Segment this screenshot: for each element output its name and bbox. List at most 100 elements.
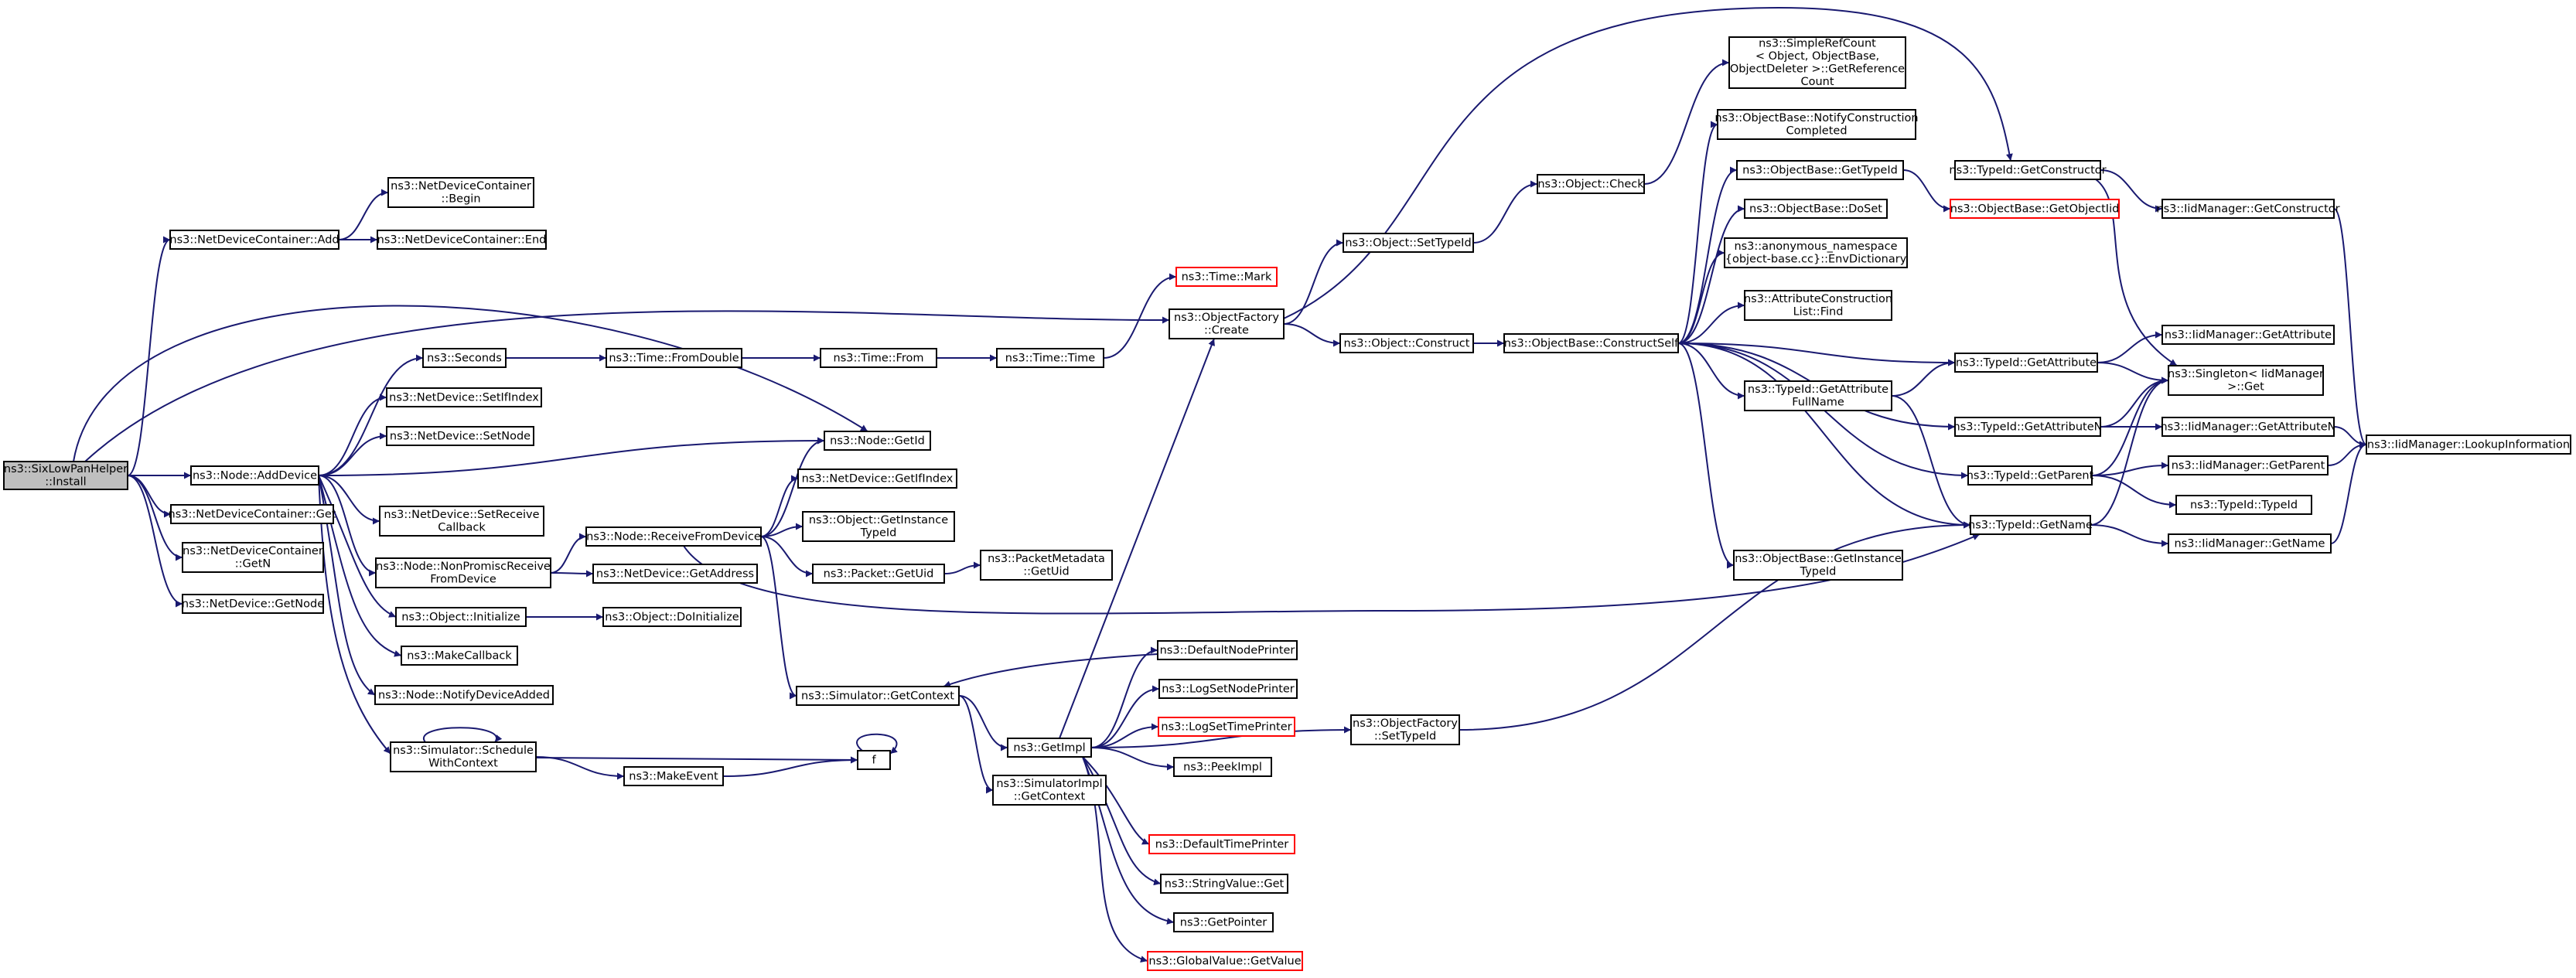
- node-logsettimeprinter[interactable]: ns3::LogSetTimePrinter: [1158, 717, 1295, 737]
- node-node-receivefromdevice[interactable]: ns3::Node::ReceiveFromDevice: [585, 526, 762, 547]
- node-f[interactable]: f: [857, 750, 891, 770]
- node-iidmgr-getname[interactable]: ns3::IidManager::GetName: [2168, 533, 2332, 554]
- node-label: ns3::ObjectBase::GetObjectIid: [1950, 203, 2120, 215]
- node-sim-getcontext[interactable]: ns3::Simulator::GetContext: [796, 686, 960, 706]
- edge-install-to-ndc_add: [127, 236, 171, 476]
- edge-getimpl-to-logsetnodeprinter: [1090, 685, 1160, 748]
- node-label: ns3::GetPointer: [1180, 916, 1268, 929]
- node-obj-doinitialize[interactable]: ns3::Object::DoInitialize: [602, 607, 742, 627]
- node-time-from[interactable]: ns3::Time::From: [820, 348, 937, 368]
- node-simimpl-getcontext[interactable]: ns3::SimulatorImpl::GetContext: [992, 775, 1107, 806]
- node-envdictionary[interactable]: ns3::anonymous_namespace{object-base.cc}…: [1724, 237, 1908, 268]
- node-label: Callback: [438, 522, 486, 534]
- node-simplerefcount[interactable]: ns3::SimpleRefCount< Object, ObjectBase,…: [1728, 36, 1906, 89]
- edge-typeid_getattribute-to-singleton_get: [2097, 362, 2169, 384]
- node-iidmgr-getconstructor[interactable]: ns3::IidManager::GetConstructor: [2156, 199, 2340, 219]
- node-time-fromdouble[interactable]: ns3::Time::FromDouble: [606, 348, 742, 368]
- edge-objbase_constructself-to-objbase_getinstancetypeid: [1677, 342, 1735, 569]
- node-getimpl[interactable]: ns3::GetImpl: [1007, 738, 1092, 758]
- node-globalvalue-getvalue[interactable]: ns3::GlobalValue::GetValue: [1147, 951, 1303, 971]
- node-label: TypeId: [1800, 566, 1837, 578]
- node-label: ns3::NetDevice::GetIfIndex: [802, 472, 954, 485]
- node-label: ns3::IidManager::GetConstructor: [2156, 203, 2339, 215]
- node-label: ns3::PeekImpl: [1183, 761, 1262, 773]
- node-iidmgr-getattribute[interactable]: ns3::IidManager::GetAttribute: [2161, 325, 2335, 345]
- node-box: [1728, 36, 1906, 89]
- node-nd-getnode[interactable]: ns3::NetDevice::GetNode: [182, 594, 324, 614]
- node-typeid-typeid[interactable]: ns3::TypeId::TypeId: [2175, 495, 2312, 515]
- node-node-notifydeviceadded[interactable]: ns3::Node::NotifyDeviceAdded: [374, 685, 554, 705]
- node-typeid-getattributen[interactable]: ns3::TypeId::GetAttributeN: [1953, 417, 2103, 437]
- node-makecallback[interactable]: ns3::MakeCallback: [401, 646, 518, 666]
- node-ndc-end[interactable]: ns3::NetDeviceContainer::End: [377, 230, 547, 250]
- node-objbase-getobjectiid[interactable]: ns3::ObjectBase::GetObjectIid: [1950, 199, 2120, 219]
- node-obj-initialize[interactable]: ns3::Object::Initialize: [395, 607, 527, 627]
- node-node-getid[interactable]: ns3::Node::GetId: [824, 431, 931, 451]
- node-getpointer[interactable]: ns3::GetPointer: [1173, 912, 1274, 932]
- node-stringvalue-get[interactable]: ns3::StringValue::Get: [1160, 874, 1288, 894]
- node-ndc-getn[interactable]: ns3::NetDeviceContainer::GetN: [182, 542, 324, 573]
- node-objfactory-create[interactable]: ns3::ObjectFactory::Create: [1169, 308, 1285, 339]
- edge-sim_getcontext-to-getimpl: [958, 695, 1008, 751]
- node-typeid-getparent[interactable]: ns3::TypeId::GetParent: [1967, 465, 2094, 486]
- node-label: ns3::MakeCallback: [407, 649, 512, 662]
- node-peekimpl[interactable]: ns3::PeekImpl: [1173, 757, 1272, 777]
- node-objbase-notifyconstruction[interactable]: ns3::ObjectBase::NotifyConstructionCompl…: [1714, 109, 1919, 140]
- node-box: [2161, 417, 2335, 437]
- node-ndc-add[interactable]: ns3::NetDeviceContainer::Add: [169, 230, 339, 250]
- node-obj-settypeid[interactable]: ns3::Object::SetTypeId: [1343, 233, 1474, 253]
- node-time-mark[interactable]: ns3::Time::Mark: [1175, 267, 1278, 287]
- node-typeid-getconstructor[interactable]: ns3::TypeId::GetConstructor: [1949, 160, 2107, 180]
- node-nd-getifindex[interactable]: ns3::NetDevice::GetIfIndex: [797, 469, 957, 489]
- node-defaulttimeprinter[interactable]: ns3::DefaultTimePrinter: [1148, 834, 1295, 854]
- node-label: ns3::Simulator::GetContext: [801, 690, 954, 702]
- node-label: ns3::NetDevice::SetReceive: [384, 509, 539, 521]
- node-seconds[interactable]: ns3::Seconds: [422, 348, 507, 368]
- node-obj-construct[interactable]: ns3::Object::Construct: [1339, 333, 1474, 353]
- node-label: ::GetContext: [1014, 791, 1086, 803]
- node-label: ns3::NetDevice::SetNode: [390, 430, 531, 442]
- node-singleton-get[interactable]: ns3::Singleton< IidManager >::Get: [2168, 365, 2324, 396]
- node-nd-setifindex[interactable]: ns3::NetDevice::SetIfIndex: [386, 387, 542, 407]
- node-packet-getuid[interactable]: ns3::Packet::GetUid: [812, 564, 945, 584]
- node-box: [379, 506, 544, 537]
- node-label: ns3::TypeId::GetAttribute: [1748, 383, 1888, 396]
- node-node-adddevice[interactable]: ns3::Node::AddDevice: [190, 465, 319, 486]
- node-typeid-getname[interactable]: ns3::TypeId::GetName: [1968, 515, 2093, 535]
- node-ndc-get[interactable]: ns3::NetDeviceContainer::Get: [169, 504, 336, 524]
- node-label: ns3::NetDevice::SetIfIndex: [389, 391, 539, 404]
- node-objfactory-settypeid[interactable]: ns3::ObjectFactory::SetTypeId: [1350, 714, 1460, 745]
- node-layer: ns3::SixLowPanHelper::Installns3::NetDev…: [3, 36, 2571, 971]
- node-makeevent[interactable]: ns3::MakeEvent: [623, 766, 724, 786]
- node-objbase-constructself[interactable]: ns3::ObjectBase::ConstructSelf: [1503, 333, 1679, 353]
- node-box: [2161, 325, 2335, 345]
- node-label: ::Begin: [441, 193, 480, 206]
- node-iidmgr-lookupinformation[interactable]: ns3::IidManager::LookupInformation: [2366, 434, 2571, 455]
- node-typeid-getattribute[interactable]: ns3::TypeId::GetAttribute: [1954, 353, 2098, 373]
- node-box: [1970, 515, 2091, 535]
- node-objbase-doset[interactable]: ns3::ObjectBase::DoSet: [1744, 199, 1888, 219]
- node-label: ns3::TypeId::GetAttribute: [1956, 356, 2097, 369]
- node-logsetnodeprinter[interactable]: ns3::LogSetNodePrinter: [1158, 679, 1298, 699]
- node-time-time[interactable]: ns3::Time::Time: [996, 348, 1104, 368]
- node-ndc-begin[interactable]: ns3::NetDeviceContainer::Begin: [387, 177, 534, 208]
- node-nd-setnode[interactable]: ns3::NetDevice::SetNode: [386, 426, 534, 446]
- node-install[interactable]: ns3::SixLowPanHelper::Install: [3, 461, 128, 490]
- node-box: [1954, 160, 2101, 180]
- node-defaultnodeprinter[interactable]: ns3::DefaultNodePrinter: [1157, 640, 1298, 660]
- node-iidmgr-getattributen[interactable]: ns3::IidManager::GetAttributeN: [2160, 417, 2336, 437]
- node-obj-check[interactable]: ns3::Object::Check: [1537, 174, 1645, 194]
- node-nd-getaddress[interactable]: ns3::NetDevice::GetAddress: [592, 564, 758, 584]
- node-box: [1160, 874, 1288, 894]
- node-label: ns3::TypeId::GetName: [1968, 519, 2093, 531]
- node-pm-getuid[interactable]: ns3::PacketMetadata::GetUid: [980, 550, 1113, 581]
- node-objbase-gettypeid[interactable]: ns3::ObjectBase::GetTypeId: [1736, 160, 1904, 180]
- node-iidmgr-getparent[interactable]: ns3::IidManager::GetParent: [2168, 455, 2329, 475]
